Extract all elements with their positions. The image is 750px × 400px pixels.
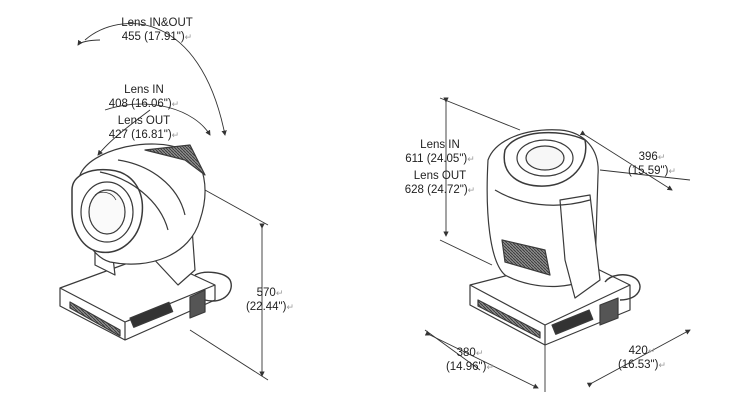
height-lens-out-title: Lens OUT: [413, 170, 467, 182]
height-lens-in-label: Lens IN 611 (24.05")↵: [400, 138, 480, 166]
height-lens-in-value: 611 (24.05"): [405, 153, 468, 165]
return-mark: ↵: [171, 130, 180, 140]
width-inch: (14.96"): [445, 361, 487, 373]
tilt-out-title: Lens OUT: [117, 115, 171, 127]
return-mark: ↵: [286, 302, 295, 312]
tilt-in-out-label: Lens IN&OUT 455 (17.91")↵: [112, 16, 202, 44]
height-value: 570: [256, 287, 276, 299]
height-inch: (22.44"): [245, 301, 287, 313]
return-mark: ↵: [475, 348, 484, 358]
tilt-in-label: Lens IN 408 (16.06")↵: [104, 83, 184, 111]
return-mark: ↵: [657, 152, 666, 162]
left-moving-head-drawing: [59, 143, 232, 341]
height-lens-out-label: Lens OUT 628 (24.72")↵: [400, 169, 480, 197]
return-mark: ↵: [658, 360, 667, 370]
tilt-in-out-value: 455 (17.91"): [121, 31, 185, 43]
length-inch: (16.53"): [617, 359, 659, 371]
tilt-out-value: 427 (16.81"): [108, 129, 172, 141]
return-mark: ↵: [467, 154, 475, 164]
height-lens-out-value: 628 (24.72"): [404, 184, 468, 196]
length-label: 420↵ (16.53")↵: [612, 344, 672, 372]
return-mark: ↵: [467, 185, 476, 195]
tilt-out-label: Lens OUT 427 (16.81")↵: [104, 114, 184, 142]
height-label: 570↵ (22.44")↵: [240, 286, 300, 314]
width-value: 380: [456, 347, 476, 359]
length-value: 420: [628, 345, 648, 357]
depth-value: 396: [638, 151, 658, 163]
height-lens-in-title: Lens IN: [420, 139, 460, 151]
return-mark: ↵: [184, 32, 193, 42]
depth-label: 396↵ (15.59")↵: [622, 150, 682, 178]
return-mark: ↵: [486, 362, 495, 372]
right-moving-head-drawing: [469, 129, 641, 346]
return-mark: ↵: [171, 99, 180, 109]
return-mark: ↵: [647, 346, 656, 356]
left-dimension-lines: [77, 23, 269, 381]
tilt-in-value: 408 (16.06"): [108, 98, 172, 110]
width-label: 380↵ (14.96")↵: [440, 346, 500, 374]
return-mark: ↵: [668, 166, 677, 176]
right-dimension-lines: [424, 97, 691, 392]
tilt-in-out-title: Lens IN&OUT: [121, 17, 193, 29]
depth-inch: (15.59"): [627, 165, 669, 177]
tilt-in-title: Lens IN: [124, 84, 164, 96]
return-mark: ↵: [275, 288, 284, 298]
